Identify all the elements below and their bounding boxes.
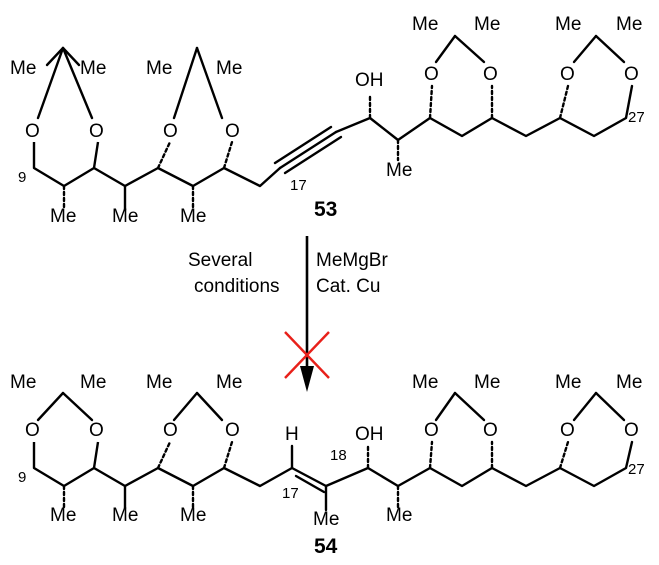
me-c10: Me bbox=[50, 206, 76, 227]
ring2-oxygen-right: O bbox=[225, 121, 240, 142]
acetonide-ring-3: Me Me O O bbox=[412, 14, 562, 138]
ring4b-oxygen-left: O bbox=[560, 420, 575, 441]
condition-line-2: conditions bbox=[194, 276, 280, 297]
carbon-17-label: 17 bbox=[290, 177, 307, 194]
ring3-me-right: Me bbox=[474, 14, 500, 35]
me-c12-54: Me bbox=[112, 505, 138, 526]
compound-54-number: 54 bbox=[314, 535, 338, 558]
ring4-me-right: Me bbox=[616, 14, 642, 35]
ring3b-me-left: Me bbox=[412, 372, 438, 393]
me-c20: Me bbox=[386, 160, 412, 181]
alkyne: 17 bbox=[273, 125, 343, 194]
ring3b-oxygen-right: O bbox=[483, 420, 498, 441]
ring4b-oxygen-right: O bbox=[624, 420, 639, 441]
ring2-me-right: Me bbox=[216, 58, 242, 79]
acetonide-ring-2-54: Me Me O O bbox=[146, 372, 242, 470]
ring1b-oxygen-right: O bbox=[89, 420, 104, 441]
hydroxyl-label: OH bbox=[355, 70, 384, 91]
ring3-oxygen-left: O bbox=[424, 64, 439, 85]
ring1-oxygen-right: O bbox=[89, 121, 104, 142]
condition-line-1: Several bbox=[188, 250, 252, 271]
me-c12: Me bbox=[112, 206, 138, 227]
carbon-9-label-54: 9 bbox=[18, 469, 26, 486]
hydroxyl-segment-53: OH Me bbox=[334, 70, 432, 181]
ring2-me-left: Me bbox=[146, 58, 172, 79]
ring3b-me-right: Me bbox=[474, 372, 500, 393]
acetonide-ring-4: Me Me O O 27 bbox=[555, 14, 645, 138]
carbon-27-label-54: 27 bbox=[628, 461, 645, 478]
ring2b-oxygen-right: O bbox=[225, 420, 240, 441]
ring4-oxygen-left: O bbox=[560, 64, 575, 85]
ring1-oxygen-left: O bbox=[25, 121, 40, 142]
me-c10-54: Me bbox=[50, 505, 76, 526]
acetonide-ring-1-54: Me Me O O 9 bbox=[10, 372, 106, 488]
carbon-17-label-54: 17 bbox=[282, 485, 299, 502]
carbon-18-label: 18 bbox=[330, 447, 347, 464]
ring3-oxygen-right: O bbox=[483, 64, 498, 85]
compound-54-structure: Me Me O O 9 Me Me Me Me Me O bbox=[10, 372, 645, 558]
acetonide-ring-1: Me Me O O 9 bbox=[10, 46, 106, 188]
me-c14: Me bbox=[180, 206, 206, 227]
backbone-54 bbox=[62, 444, 562, 512]
ring4b-me-right: Me bbox=[616, 372, 642, 393]
carbon-9-label: 9 bbox=[18, 169, 26, 186]
ring4b-me-left: Me bbox=[555, 372, 581, 393]
acetonide-ring-4-54: Me Me O O 27 bbox=[555, 372, 645, 488]
ring1-me-left: Me bbox=[10, 58, 36, 79]
vinyl-hydrogen: H bbox=[285, 424, 299, 445]
reaction-arrow: Several conditions MeMgBr Cat. Cu bbox=[188, 236, 388, 392]
reagent-line-2: Cat. Cu bbox=[316, 276, 380, 297]
ring1b-oxygen-left: O bbox=[25, 420, 40, 441]
ring2b-me-left: Me bbox=[146, 372, 172, 393]
hydroxyl-label-54: OH bbox=[355, 424, 384, 445]
ring4-me-left: Me bbox=[555, 14, 581, 35]
ring1b-me-left: Me bbox=[10, 372, 36, 393]
reagent-line-1: MeMgBr bbox=[316, 250, 388, 271]
ring3b-oxygen-left: O bbox=[424, 420, 439, 441]
ring1b-me-right: Me bbox=[80, 372, 106, 393]
compound-53-structure: Me Me O O 9 Me Me Me Me Me O O bbox=[10, 14, 645, 227]
backbone-53 bbox=[62, 166, 282, 212]
acetonide-ring-3-54: Me Me O O bbox=[412, 372, 500, 470]
ring3-me-left: Me bbox=[412, 14, 438, 35]
me-c20-54: Me bbox=[386, 505, 412, 526]
ring4-oxygen-right: O bbox=[624, 64, 639, 85]
ring2b-me-right: Me bbox=[216, 372, 242, 393]
me-c18-54: Me bbox=[313, 509, 339, 530]
acetonide-ring-2: Me Me O O bbox=[146, 46, 242, 170]
ring1-me-right: Me bbox=[80, 58, 106, 79]
me-c14-54: Me bbox=[180, 505, 206, 526]
carbon-27-label: 27 bbox=[628, 109, 645, 126]
compound-53-number: 53 bbox=[314, 198, 337, 221]
ring2-oxygen-left: O bbox=[163, 121, 178, 142]
ring2b-oxygen-left: O bbox=[163, 420, 178, 441]
